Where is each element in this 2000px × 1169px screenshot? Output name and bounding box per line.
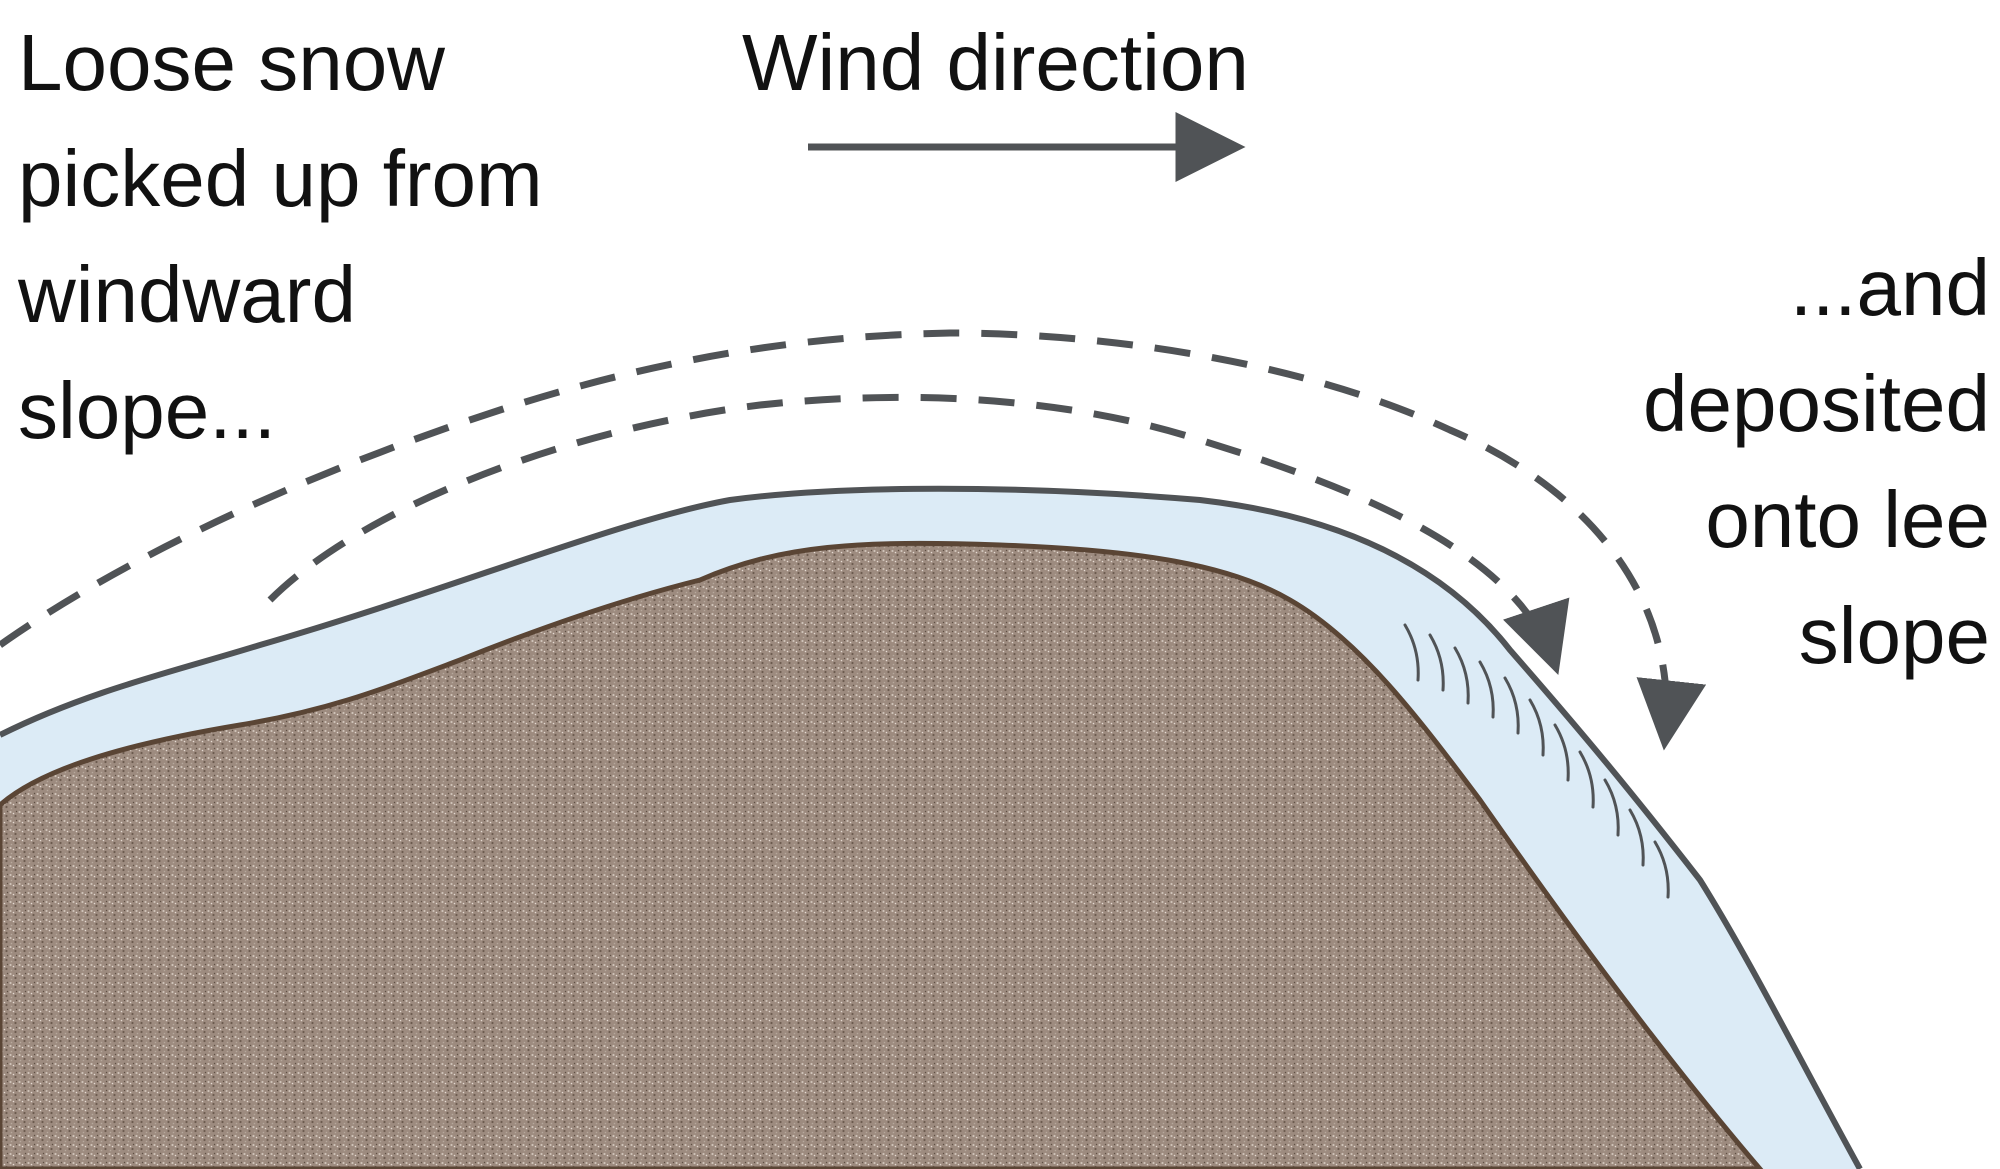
windward-line-1: Loose snow	[18, 18, 445, 107]
wind-direction-label: Wind direction	[742, 5, 1249, 121]
hill-ground	[0, 540, 1764, 1169]
lee-line-1: ...and	[1789, 243, 1990, 332]
wind-slab-marks	[1403, 623, 1670, 899]
lee-label: ...and deposited onto lee slope	[1643, 230, 1990, 694]
snow-surface-line	[0, 485, 1863, 1169]
snow-trajectory-outer	[0, 329, 1707, 751]
windward-line-3: windward	[18, 250, 356, 339]
lee-line-2: deposited	[1643, 359, 1990, 448]
windward-label: Loose snow picked up from windward slope…	[18, 5, 543, 469]
lee-line-3: onto lee	[1705, 475, 1990, 564]
windward-line-4: slope...	[18, 366, 276, 455]
windward-line-2: picked up from	[18, 134, 543, 223]
wind-direction-text: Wind direction	[742, 18, 1249, 107]
snow-trajectory-inner	[267, 393, 1570, 675]
lee-line-4: slope	[1798, 591, 1990, 680]
